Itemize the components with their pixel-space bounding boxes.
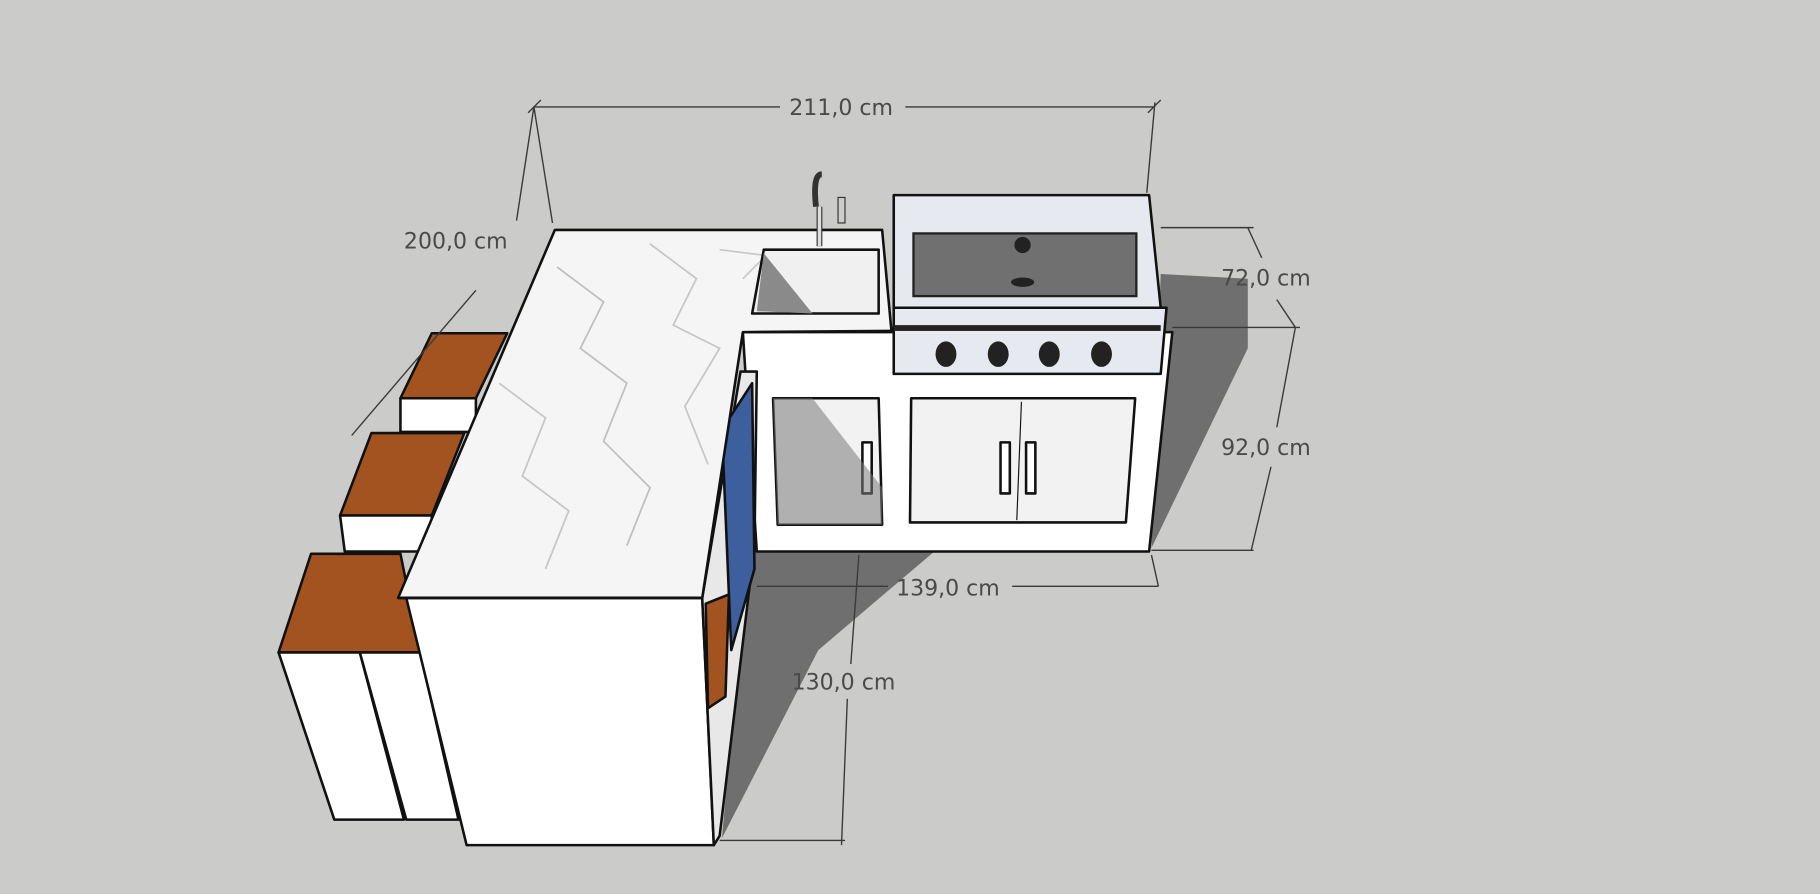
double-cabinet-door: [908, 396, 1137, 524]
back-cabinet: [741, 330, 1174, 553]
grill-logo-icon: [1010, 277, 1035, 287]
sink: [750, 248, 880, 315]
dimension-height: 92,0 cm: [1221, 436, 1311, 461]
knob-icon: [987, 341, 1009, 367]
dimension-island-length: 200,0 cm: [404, 230, 508, 255]
door-handle-icon: [1024, 441, 1037, 495]
island: [404, 370, 759, 847]
glass-door: [720, 381, 756, 652]
knob-icon: [1038, 341, 1060, 367]
thermometer-icon: [1014, 236, 1031, 254]
dimension-labels: 211,0 cm 200,0 cm 72,0 cm 92,0 cm 139,0 …: [404, 96, 1311, 696]
knob-icon: [935, 341, 957, 367]
dimension-back-run-width: 139,0 cm: [896, 577, 1000, 602]
dimension-island-depth: 130,0 cm: [792, 671, 896, 696]
faucet-icon: [812, 171, 846, 247]
knob-icon: [1091, 341, 1112, 367]
dimension-total-width: 211,0 cm: [789, 96, 893, 121]
grill: [892, 193, 1168, 376]
stool-3: [277, 552, 460, 821]
dimension-grill-depth: 72,0 cm: [1221, 267, 1311, 292]
stool-1: [399, 331, 509, 434]
dimension-lines: [351, 99, 1300, 846]
marble-countertop: [396, 228, 893, 600]
door-handle-icon: [999, 441, 1012, 495]
burner-knobs: [935, 341, 1112, 367]
